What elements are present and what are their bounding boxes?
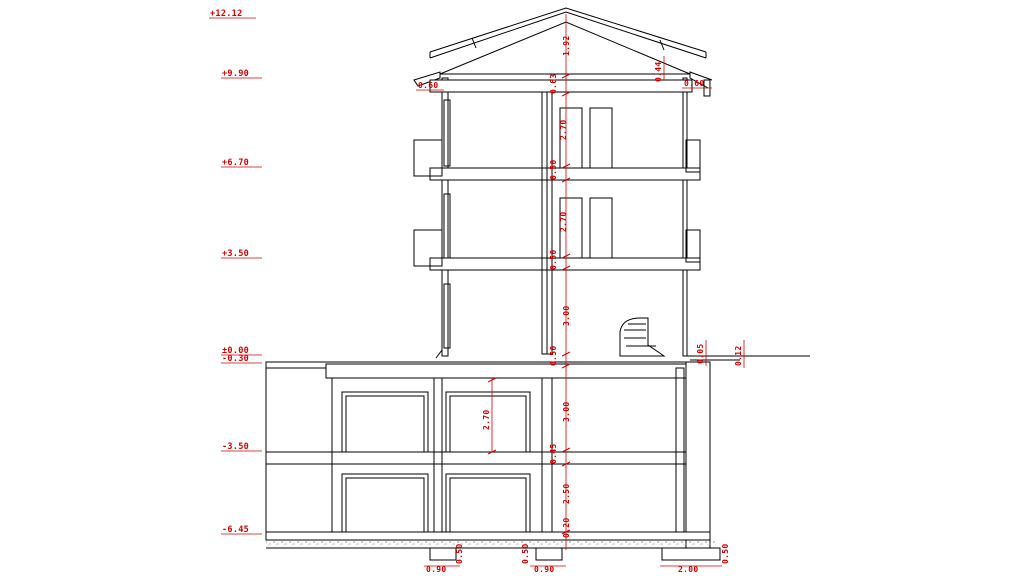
dim-label: 0.45 <box>549 444 558 464</box>
dim-label: 0.50 <box>455 544 464 564</box>
balcony-railing <box>685 139 701 173</box>
dim-label: 0.63 <box>549 74 558 94</box>
dim-label: 0.50 <box>521 544 530 564</box>
balcony-railing <box>685 229 701 263</box>
footing-dimensions: 0.90 0.50 0.50 0.90 2.00 0.50 <box>424 544 730 574</box>
level-marker-minus-6-45: -6.45 <box>221 525 262 535</box>
dim-label: 0.50 <box>549 160 558 180</box>
dim-label: 0.12 <box>734 346 743 366</box>
dim-label: 3.00 <box>562 306 571 326</box>
footing <box>661 547 721 561</box>
level-label: +12.12 <box>210 9 243 19</box>
footing <box>429 547 457 561</box>
dim-label: 2.70 <box>559 212 568 232</box>
dim-label: 2.00 <box>678 565 698 574</box>
roof-slab <box>429 79 693 93</box>
dim-label: 0.60 <box>684 79 704 88</box>
door <box>589 107 613 169</box>
upper-floors <box>413 77 701 359</box>
dim-label: 0.50 <box>721 544 730 564</box>
basement <box>265 361 721 561</box>
dim-label: 2.50 <box>562 484 571 504</box>
dim-label: 1.92 <box>562 36 571 56</box>
ground-dimensions: 0.05 0.12 <box>696 340 745 368</box>
level-marker-12-12: +12.12 <box>209 9 256 19</box>
level-marker-minus-3-50: -3.50 <box>221 442 262 452</box>
level-marker-3-50: +3.50 <box>221 249 262 259</box>
roof-dimensions: 0.44 0.60 0.60 <box>416 56 712 91</box>
level-marker-6-70: +6.70 <box>221 158 262 168</box>
dim-label: 0.44 <box>654 62 663 82</box>
level-label: +9.90 <box>222 69 249 79</box>
dim-label: 0.05 <box>696 344 705 364</box>
dim-label: 2.70 <box>482 410 491 430</box>
dim-label: 0.50 <box>549 346 558 366</box>
door <box>559 107 583 169</box>
vertical-dimension-chain: 1.92 0.63 2.70 0.50 2.70 0.50 3.00 0.50 … <box>549 14 571 550</box>
level-markers: +12.12 +9.90 +6.70 +3.50 ±0.00 -0.30 -3.… <box>209 9 262 535</box>
basement-height-dimension: 2.70 <box>482 377 497 455</box>
door <box>559 197 583 259</box>
level-label: -6.45 <box>222 525 249 535</box>
dim-label: 0.60 <box>418 81 438 90</box>
garage-door <box>445 473 531 541</box>
level-label: ±0.00 <box>222 346 249 356</box>
dim-label: 0.50 <box>549 250 558 270</box>
garage-door <box>341 391 429 453</box>
dim-label: 0.90 <box>534 565 554 574</box>
balcony-railing <box>413 139 443 177</box>
level-label: +6.70 <box>222 158 249 168</box>
roof <box>413 7 713 97</box>
dim-label: 3.00 <box>562 402 571 422</box>
garage-door <box>341 473 429 541</box>
level-label: -3.50 <box>222 442 249 452</box>
dim-label: 0.20 <box>562 518 571 538</box>
footing <box>535 547 563 561</box>
level-marker-9-90: +9.90 <box>221 69 262 79</box>
level-label: -0.30 <box>222 354 249 364</box>
balcony-railing <box>413 229 443 267</box>
level-marker-0-00: ±0.00 <box>221 346 262 356</box>
dim-label: 0.90 <box>426 565 446 574</box>
level-marker-minus-0-30: -0.30 <box>221 354 262 364</box>
door <box>589 197 613 259</box>
spiral-stair <box>619 317 666 357</box>
dim-label: 2.70 <box>559 120 568 140</box>
ground-slab <box>265 355 810 379</box>
level-label: +3.50 <box>222 249 249 259</box>
floor-slab-minus-3-50 <box>265 451 687 465</box>
floor-slab-6-70 <box>429 167 701 181</box>
